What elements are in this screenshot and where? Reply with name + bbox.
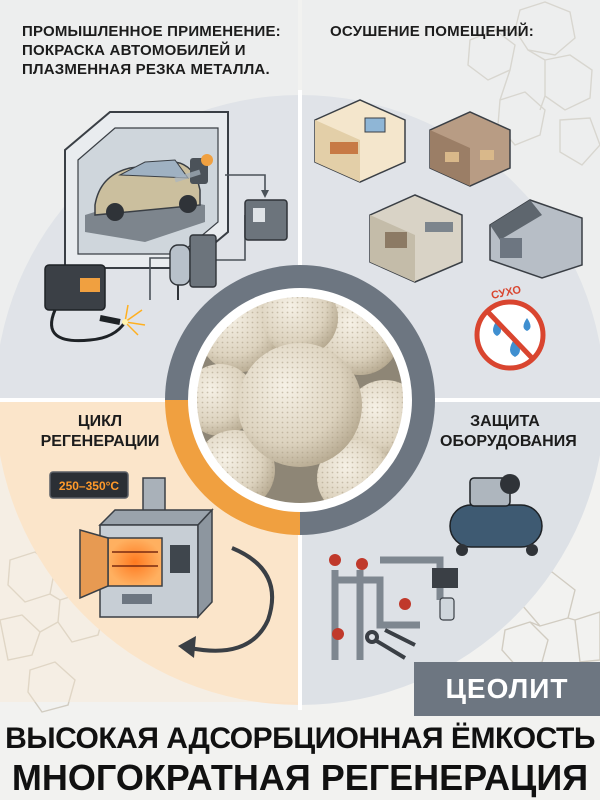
protection-title-line2: ОБОРУДОВАНИЯ [440, 433, 577, 450]
regeneration-title-line2: РЕГЕНЕРАЦИИ [40, 433, 160, 450]
dehumidification-title-line1: ОСУШЕНИЕ ПОМЕЩЕНИЙ: [330, 23, 534, 40]
product-badge: ЦЕОЛИТ [414, 662, 600, 716]
arrow-down-icon [261, 190, 269, 198]
cycle-arrow-icon [189, 546, 275, 653]
spanner-icon [384, 628, 416, 647]
regeneration-oven-illustration [79, 477, 214, 619]
spark-icon [122, 304, 146, 336]
regeneration-title-line1: ЦИКЛ [77, 413, 123, 430]
headline-line2: МНОГОКРАТНАЯ РЕГЕНЕРАЦИЯ [11, 757, 589, 798]
plasma-cutter-illustration [44, 264, 127, 343]
industrial-title-line1: ПРОМЫШЛЕННОЕ ПРИМЕНЕНИЕ: [22, 23, 281, 40]
industrial-quadrant-title: ПРОМЫШЛЕННОЕ ПРИМЕНЕНИЕ: ПОКРАСКА АВТОМО… [22, 22, 281, 79]
industrial-title-line3: ПЛАЗМЕННАЯ РЕЗКА МЕТАЛЛА. [22, 61, 270, 78]
kitchen-illustration [369, 194, 463, 283]
spray-booth-illustration [64, 111, 229, 269]
living-room-illustration [314, 99, 406, 183]
valve-handle-icon [329, 554, 411, 640]
arrow-head-icon [178, 636, 196, 658]
headline-line1: ВЫСОКАЯ АДСОРБЦИОННАЯ ЁМКОСТЬ [5, 722, 595, 755]
regeneration-quadrant-title: ЦИКЛ РЕГЕНЕРАЦИИ [40, 412, 160, 452]
temperature-readout: 250–350°C [59, 479, 120, 493]
industrial-title-line2: ПОКРАСКА АВТОМОБИЛЕЙ И [22, 42, 246, 59]
filter-unit-illustration [432, 568, 458, 621]
protection-title-line1: ЗАЩИТА [470, 413, 540, 430]
compressor-tank-illustration [169, 234, 217, 300]
dehumidification-quadrant-title: ОСУШЕНИЕ ПОМЕЩЕНИЙ: [330, 22, 534, 41]
air-compressor-illustration [449, 474, 543, 556]
storage-room-illustration [429, 111, 511, 187]
no-water-sign-icon [474, 299, 546, 371]
warehouse-illustration [489, 199, 583, 279]
temperature-display: 250–350°C [49, 471, 129, 499]
zeolite-beads-image [195, 295, 405, 505]
wrench-icon [365, 630, 407, 660]
protection-quadrant-title: ЗАЩИТА ОБОРУДОВАНИЯ [440, 412, 577, 452]
filter-box-illustration [244, 199, 288, 241]
